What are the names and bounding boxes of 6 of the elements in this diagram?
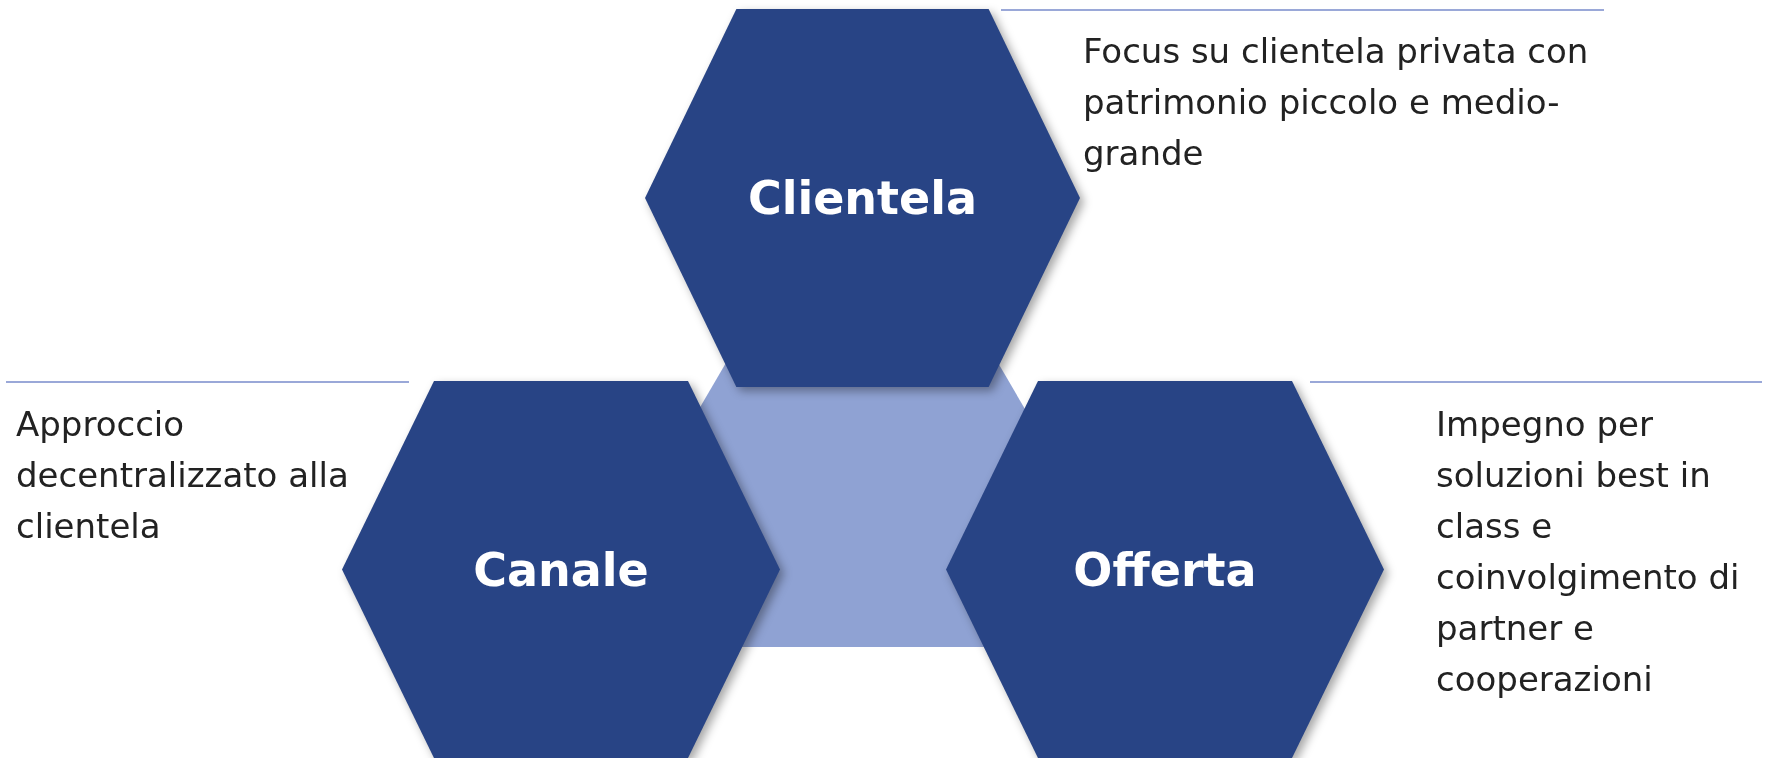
description-text: Focus su clientela privata con patrimonio piccolo e medio-grande [1083,30,1590,175]
node-label: Canale [472,542,650,597]
description-text: Impegno per soluzioni best in class e coinvolgimento di partner e cooperazioni [1436,403,1741,701]
description-text: Approccio decentralizzato alla clientela [16,403,350,548]
node-label: Offerta [1072,542,1258,597]
node-label: Clientela [746,171,979,225]
